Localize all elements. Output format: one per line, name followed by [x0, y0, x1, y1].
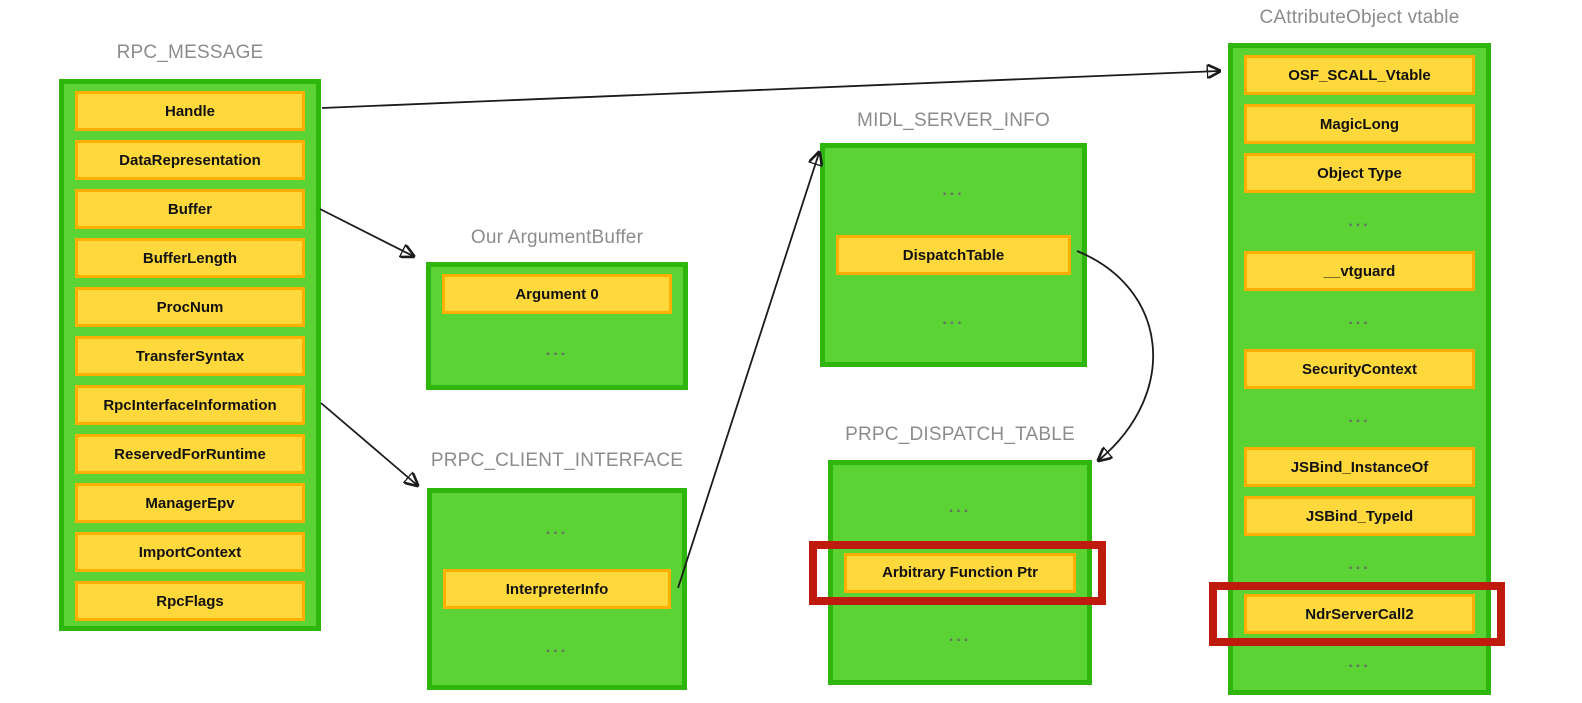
- struct-dispatch-table: ... Arbitrary Function Ptr ...: [809, 460, 1106, 685]
- struct-midl-server-info: ... DispatchTable ...: [820, 143, 1087, 367]
- ellipsis-row: ...: [948, 628, 972, 646]
- ellipsis-row: ...: [1348, 556, 1371, 573]
- struct-vtable: OSF_SCALL_Vtable MagicLong Object Type .…: [1209, 43, 1505, 695]
- ellipsis-row: ...: [942, 181, 965, 199]
- cell-vtguard: __vtguard: [1244, 251, 1475, 291]
- cell-importcontext: ImportContext: [75, 532, 305, 572]
- cell-jsbind-instanceof: JSBind_InstanceOf: [1244, 447, 1475, 487]
- cell-argument-0: Argument 0: [442, 274, 672, 314]
- cell-dispatchtable: DispatchTable: [836, 235, 1071, 275]
- cell-bufferlength: BufferLength: [75, 238, 305, 278]
- ellipsis-row: ...: [942, 310, 965, 328]
- struct-title-midl-server-info: MIDL_SERVER_INFO: [857, 110, 1050, 131]
- cell-jsbind-typeid: JSBind_TypeId: [1244, 496, 1475, 536]
- struct-title-vtable: CAttributeObject vtable: [1259, 7, 1460, 28]
- ellipsis-row: ...: [1348, 654, 1371, 671]
- struct-title-dispatch-table: PRPC_DISPATCH_TABLE: [845, 424, 1075, 445]
- cell-buffer: Buffer: [75, 189, 305, 229]
- struct-title-client-interface: PRPC_CLIENT_INTERFACE: [430, 450, 684, 471]
- cell-rpcinterfaceinformation: RpcInterfaceInformation: [75, 385, 305, 425]
- ellipsis-row: ...: [948, 498, 972, 516]
- struct-argument-buffer: Argument 0 ...: [426, 262, 688, 390]
- cell-managerepv: ManagerEpv: [75, 483, 305, 523]
- ellipsis-row: ...: [1348, 311, 1371, 328]
- cell-interpreterinfo: InterpreterInfo: [443, 569, 671, 609]
- struct-client-interface: ... InterpreterInfo ...: [427, 488, 687, 690]
- cell-rpcflags: RpcFlags: [75, 581, 305, 621]
- arrow-interpreterinfo-to-midl-server-info: [677, 153, 819, 589]
- ellipsis-row: ...: [545, 639, 569, 656]
- cell-ndrservercall2: NdrServerCall2: [1209, 582, 1505, 646]
- cell-reservedforruntime: ReservedForRuntime: [75, 434, 305, 474]
- cell-datarepresentation: DataRepresentation: [75, 140, 305, 180]
- cell-arbitrary-function-ptr: Arbitrary Function Ptr: [809, 540, 1106, 605]
- cell-transfersyntax: TransferSyntax: [75, 336, 305, 376]
- cell-procnum: ProcNum: [75, 287, 305, 327]
- ellipsis-row: ...: [1348, 409, 1371, 426]
- struct-title-rpc-message: RPC_MESSAGE: [116, 42, 264, 63]
- ellipsis-row: ...: [545, 521, 569, 538]
- cell-handle: Handle: [75, 91, 305, 131]
- ellipsis-row: ...: [545, 341, 569, 359]
- cell-object-type: Object Type: [1244, 153, 1475, 193]
- struct-title-argument-buffer: Our ArgumentBuffer: [470, 227, 644, 248]
- cell-osf-scall-vtable: OSF_SCALL_Vtable: [1244, 55, 1475, 95]
- struct-rpc-message: Handle DataRepresentation Buffer BufferL…: [59, 79, 321, 631]
- cell-magiclong: MagicLong: [1244, 104, 1475, 144]
- cell-securitycontext: SecurityContext: [1244, 349, 1475, 389]
- arrow-handle-to-vtable: [321, 71, 1219, 109]
- ellipsis-row: ...: [1348, 213, 1371, 230]
- arrow-rpcinterfaceinformation-to-client-interface: [320, 402, 417, 485]
